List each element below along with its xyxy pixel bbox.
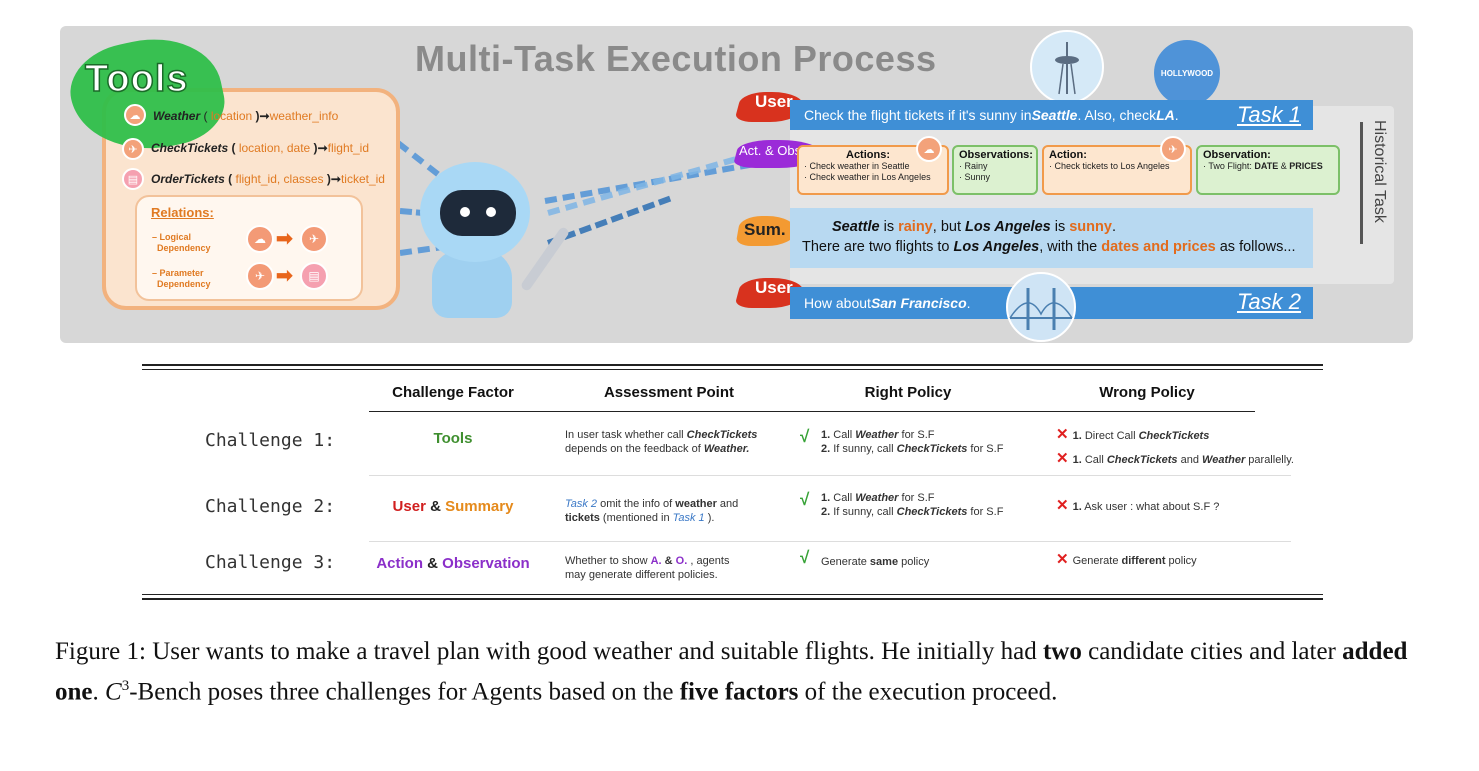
sum-label: Sum.	[744, 220, 786, 239]
tool-weather: Weather ( location )➞weather_info	[153, 109, 339, 123]
weather-cloud-icon: ☁	[916, 136, 942, 162]
row-separator	[369, 541, 1291, 542]
historical-divider	[1360, 122, 1363, 244]
table-bottom-rule	[142, 594, 1323, 595]
airplane-ticket-icon: ✈	[246, 262, 274, 290]
header-challenge-factor: Challenge Factor	[392, 384, 514, 401]
header-right-policy: Right Policy	[864, 384, 952, 401]
robot-eye-left	[456, 203, 474, 221]
relation-logical: – Logical Dependency	[152, 232, 211, 253]
robot-eye-right	[482, 203, 500, 221]
ao-observation-box: Observation: · Two Flight: DATE & PRICES	[1196, 145, 1340, 195]
task1-tag: Task 1	[1237, 102, 1302, 127]
cross-icon: ✕	[1056, 497, 1069, 514]
relations-title: Relations:	[151, 205, 214, 220]
cross-icon: ✕	[1056, 450, 1069, 467]
relation-parameter: – Parameter Dependency	[152, 268, 211, 289]
header-underline	[369, 411, 1255, 412]
table-top-rule-2	[142, 369, 1323, 370]
arrow-right-icon: ➡	[276, 265, 293, 287]
checkmark-icon: √	[800, 490, 810, 509]
header-assessment-point: Assessment Point	[603, 384, 735, 401]
arrow-right-icon: ➡	[276, 228, 293, 250]
task2-tag: Task 2	[1237, 289, 1302, 314]
robot-visor	[440, 190, 516, 236]
act-obs-label: Act. & Obs.	[739, 143, 805, 158]
row1-wrong-policy-a: ✕1. Direct Call CheckTickets	[1056, 426, 1210, 443]
historical-task-label: Historical Task	[1371, 120, 1388, 223]
ao-observations-box: Observations: · Rainy · Sunny	[952, 145, 1038, 195]
panel-title: Multi-Task Execution Process	[415, 38, 937, 79]
order-ticket-icon: ▤	[300, 262, 328, 290]
tool-ordertickets: OrderTickets ( flight_id, classes )➞tick…	[151, 172, 385, 186]
hollywood-sign-icon: HOLLYWOOD	[1154, 40, 1220, 106]
row2-label: Challenge 2:	[205, 496, 336, 517]
row2-wrong-policy: ✕1. Ask user : what about S.F ?	[1056, 497, 1220, 514]
user-label-1: User	[755, 92, 793, 111]
tools-title: Tools	[84, 57, 189, 101]
table-top-rule	[142, 364, 1323, 366]
row-separator	[369, 475, 1291, 476]
tool-checktickets: CheckTickets ( location, date )➞flight_i…	[151, 141, 369, 155]
airplane-ticket-icon: ✈	[122, 138, 144, 160]
header-wrong-policy: Wrong Policy	[1099, 384, 1195, 401]
figure-caption: Figure 1: User wants to make a travel pl…	[55, 638, 1408, 706]
cross-icon: ✕	[1056, 426, 1069, 443]
row3-assessment: Whether to show A. & O. , agents may gen…	[565, 555, 730, 581]
checkmark-icon: √	[800, 427, 810, 446]
row2-assessment: Task 2 omit the info of weather and tick…	[565, 498, 739, 524]
checkmark-icon: √	[800, 548, 810, 567]
weather-cloud-icon: ☁	[124, 104, 146, 126]
row1-assessment: In user task whether call CheckTickets d…	[565, 429, 758, 455]
airplane-ticket-icon: ✈	[300, 225, 328, 253]
table-bottom-rule-2	[142, 598, 1323, 600]
row3-factor: Action & Observation	[376, 555, 530, 572]
row3-label: Challenge 3:	[205, 552, 336, 573]
weather-cloud-icon: ☁	[246, 225, 274, 253]
space-needle-icon	[1030, 30, 1104, 104]
order-ticket-icon: ▤	[122, 168, 144, 190]
row3-wrong-policy: ✕Generate different policy	[1056, 551, 1197, 568]
row2-factor: User & Summary	[392, 498, 514, 515]
cross-icon: ✕	[1056, 551, 1069, 568]
task1-bar: Check the flight tickets if it's sunny i…	[790, 100, 1313, 130]
airplane-ticket-icon: ✈	[1160, 136, 1186, 162]
row1-wrong-policy-b: ✕1. Call CheckTickets and Weather parall…	[1056, 450, 1294, 467]
golden-gate-bridge-icon	[1006, 272, 1076, 342]
user-label-2: User	[755, 278, 793, 297]
row1-label: Challenge 1:	[205, 430, 336, 451]
row1-factor: Tools	[433, 430, 473, 447]
summary-box: Seattle is rainy, but Los Angeles is sun…	[790, 208, 1313, 268]
